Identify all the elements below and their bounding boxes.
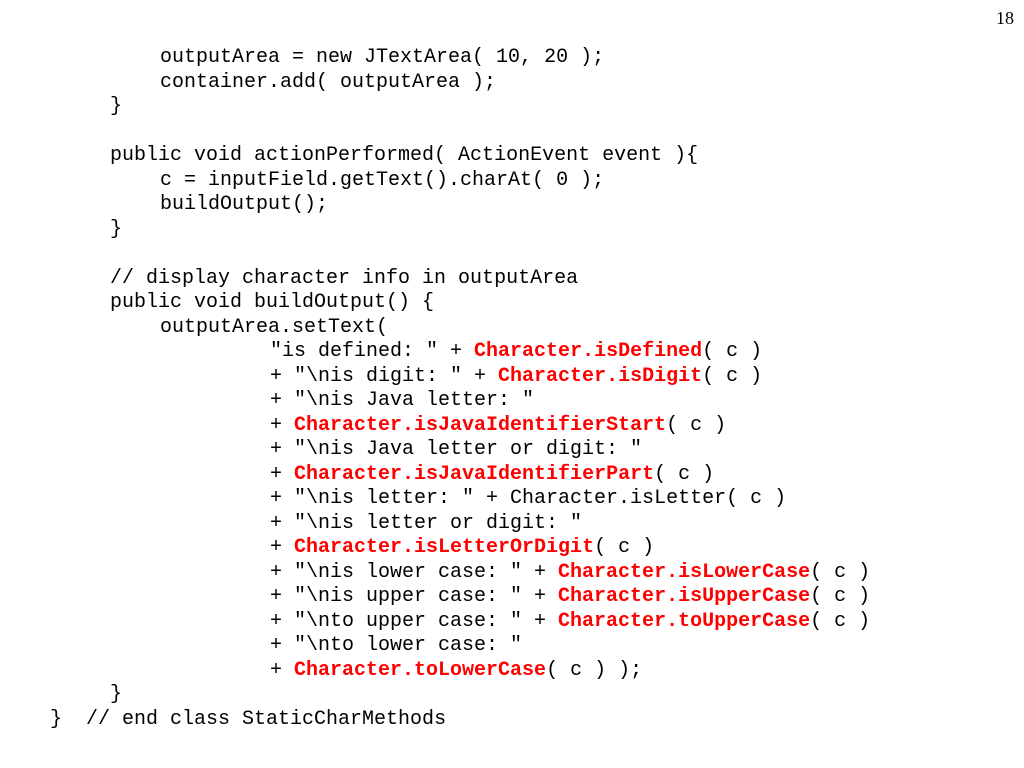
code-text: + "\nis Java letter or digit: ": [270, 438, 643, 461]
code-text: "is defined: " +: [270, 340, 475, 363]
code-text: ( c ): [810, 609, 871, 633]
code-text: }: [110, 95, 123, 118]
code-line: + "\nis Java letter or digit: ": [0, 438, 870, 463]
highlighted-method: Character.isJavaIdentifierPart: [294, 462, 655, 486]
highlighted-method: Character.toUpperCase: [558, 609, 811, 633]
code-text: public void buildOutput() {: [110, 291, 435, 314]
code-text: container.add( outputArea );: [160, 70, 497, 94]
highlighted-method: Character.isDigit: [498, 364, 703, 388]
code-line: } // end class StaticCharMethods: [0, 708, 870, 733]
code-line: buildOutput();: [0, 193, 870, 218]
code-line: [0, 120, 870, 145]
code-line: + Character.isLetterOrDigit( c ): [0, 536, 870, 561]
code-text: public void actionPerformed( ActionEvent…: [110, 144, 699, 167]
code-line: "is defined: " + Character.isDefined( c …: [0, 340, 870, 365]
code-line: + "\nis upper case: " + Character.isUppe…: [0, 585, 870, 610]
code-listing: outputArea = new JTextArea( 10, 20 );con…: [0, 46, 870, 732]
code-text: c = inputField.getText().charAt( 0 );: [160, 168, 605, 192]
code-text: +: [270, 658, 295, 682]
code-text: ( c ): [666, 413, 727, 437]
code-text: + "\nis upper case: " +: [270, 585, 559, 608]
page-number: 18: [996, 8, 1014, 28]
code-text: buildOutput();: [160, 193, 329, 216]
code-line: }: [0, 218, 870, 243]
code-text: + "\nis letter or digit: ": [270, 511, 583, 535]
code-text: } // end class StaticCharMethods: [50, 707, 447, 731]
code-line: public void actionPerformed( ActionEvent…: [0, 144, 870, 169]
code-line: public void buildOutput() {: [0, 291, 870, 316]
code-text: ( c ): [702, 340, 763, 363]
code-line: + Character.isJavaIdentifierPart( c ): [0, 463, 870, 488]
code-text: +: [270, 462, 295, 486]
code-text: + "\nis Java letter: ": [270, 389, 535, 412]
code-line: + "\nis digit: " + Character.isDigit( c …: [0, 365, 870, 390]
highlighted-method: Character.isUpperCase: [558, 585, 811, 608]
code-line: + "\nto lower case: ": [0, 634, 870, 659]
code-line: // display character info in outputArea: [0, 267, 870, 292]
code-text: ( c ): [810, 585, 871, 608]
code-text: // display character info in outputArea: [110, 266, 579, 290]
code-text: + "\nis letter: " + Character.isLetter( …: [270, 487, 787, 510]
code-line: + "\nis letter: " + Character.isLetter( …: [0, 487, 870, 512]
code-text: +: [270, 536, 295, 559]
code-text: ( c ): [594, 536, 655, 559]
code-text: + "\nto lower case: ": [270, 634, 523, 657]
code-text: ( c ): [702, 364, 763, 388]
highlighted-method: Character.isLetterOrDigit: [294, 536, 595, 559]
code-text: + "\nto upper case: " +: [270, 609, 559, 633]
code-text: outputArea.setText(: [160, 315, 389, 339]
code-text: }: [110, 683, 123, 706]
highlighted-method: Character.isLowerCase: [558, 560, 811, 584]
code-line: + "\nto upper case: " + Character.toUppe…: [0, 610, 870, 635]
code-text: +: [270, 413, 295, 437]
highlighted-method: Character.isDefined: [474, 340, 703, 363]
code-line: + "\nis lower case: " + Character.isLowe…: [0, 561, 870, 586]
code-text: ( c ) );: [546, 658, 643, 682]
code-text: outputArea = new JTextArea( 10, 20 );: [160, 46, 605, 69]
code-line: + "\nis Java letter: ": [0, 389, 870, 414]
highlighted-method: Character.toLowerCase: [294, 658, 547, 682]
highlighted-method: Character.isJavaIdentifierStart: [294, 413, 667, 437]
code-line: [0, 242, 870, 267]
code-line: c = inputField.getText().charAt( 0 );: [0, 169, 870, 194]
code-text: }: [110, 217, 123, 241]
code-text: ( c ): [654, 462, 715, 486]
code-line: + Character.isJavaIdentifierStart( c ): [0, 414, 870, 439]
code-line: }: [0, 683, 870, 708]
code-line: outputArea = new JTextArea( 10, 20 );: [0, 46, 870, 71]
code-text: ( c ): [810, 560, 871, 584]
code-line: + "\nis letter or digit: ": [0, 512, 870, 537]
code-text: + "\nis lower case: " +: [270, 560, 559, 584]
code-line: + Character.toLowerCase( c ) );: [0, 659, 870, 684]
code-line: outputArea.setText(: [0, 316, 870, 341]
code-line: container.add( outputArea );: [0, 71, 870, 96]
code-line: }: [0, 95, 870, 120]
code-text: + "\nis digit: " +: [270, 364, 499, 388]
